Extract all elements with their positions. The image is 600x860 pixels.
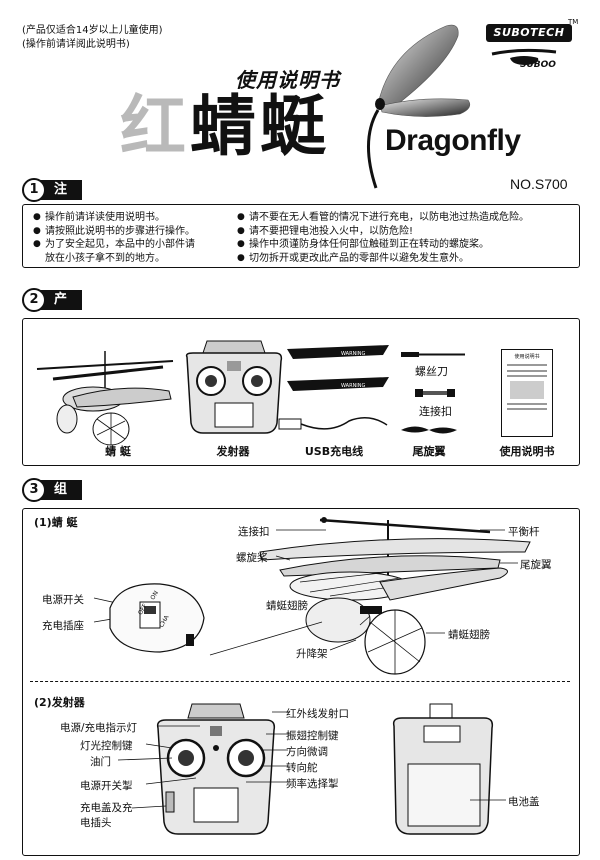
divider-dashed xyxy=(30,681,570,682)
precautions-left: 操作前请详读使用说明书。 请按照此说明书的步骤进行操作。 为了安全起见，本品中的… xyxy=(33,211,243,265)
label-balance-bar: 平衡杆 xyxy=(508,526,540,538)
dragonfly-wing-graphic xyxy=(367,24,471,189)
section-number: 2 xyxy=(22,288,46,312)
usb-cable-illustration xyxy=(278,417,388,430)
precaution-item-continued: 放在小孩子拿不到的地方。 xyxy=(45,252,165,264)
label-charge-cover: 充电盖及充 xyxy=(80,802,133,814)
part1-title: (1)蜻 蜓 xyxy=(34,516,78,529)
label-throttle: 油门 xyxy=(90,756,111,768)
title-char-red: 红 xyxy=(120,88,190,165)
connector-clip-icon xyxy=(415,389,455,397)
item-label-usb: USB充电线 xyxy=(304,445,364,458)
label-wing-left: 蜻蜓翅膀 xyxy=(266,600,308,612)
dragonfly-toy-illustration xyxy=(36,351,174,446)
label-connector: 连接扣 xyxy=(238,526,270,538)
trademark-mark: TM xyxy=(568,18,579,26)
label-battery-cover: 电池盖 xyxy=(508,796,540,808)
label-propeller: 螺旋桨 xyxy=(236,552,268,564)
age-note: (产品仅适合14岁以上儿童使用) xyxy=(22,25,163,36)
precaution-item: 操作中须谨防身体任何部位触碰到正在转动的螺旋桨。 xyxy=(237,238,577,252)
label-freq-key: 频率选择掣 xyxy=(286,778,339,790)
item-label-dragonfly: 蜻 蜓 xyxy=(105,445,131,458)
transmitter-back-illustration xyxy=(392,703,494,835)
precautions-box: 操作前请详读使用说明书。 请按照此说明书的步骤进行操作。 为了安全起见，本品中的… xyxy=(22,204,580,268)
item-label-screwdriver: 螺丝刀 xyxy=(415,365,448,378)
item-label-transmitter: 发射器 xyxy=(216,445,250,458)
manual-title: 使用说明书 xyxy=(235,68,340,92)
part2-title: (2)发射器 xyxy=(34,696,85,709)
label-light-key: 灯光控制键 xyxy=(80,740,133,752)
product-title-cn: 红蜻蜓 xyxy=(120,92,330,162)
item-label-manual: 使用说明书 xyxy=(499,445,555,458)
rotor-blades-illustration xyxy=(287,345,389,391)
tail-rotor-illustration xyxy=(401,426,457,434)
manual-thumbnail-title: 使用说明书 xyxy=(514,354,540,360)
power-switch-inset xyxy=(109,583,205,653)
blade-warning-text: WARNING xyxy=(341,351,366,357)
item-label-tail-rotor: 尾旋翼 xyxy=(412,445,446,458)
item-label-connector: 连接扣 xyxy=(419,405,452,418)
helicopter-logo-icon xyxy=(491,48,557,65)
precautions-right: 请不要在无人看管的情况下进行充电，以防电池过热造成危险。 请不要把锂电池投入火中… xyxy=(237,211,577,265)
blade-warning-text: WARNING xyxy=(341,383,366,389)
label-flap-key: 振翅控制键 xyxy=(286,730,339,742)
label-rudder: 转向舵 xyxy=(286,762,318,774)
transmitter-front-illustration xyxy=(156,703,276,835)
dragonfly-parts-illustration xyxy=(259,517,531,675)
precaution-item: 切勿拆开或更改此产品的零部件以避免发生意外。 xyxy=(237,252,577,266)
label-wing-right: 蜻蜓翅膀 xyxy=(448,629,490,641)
precaution-item: 请不要在无人看管的情况下进行充电，以防电池过热造成危险。 xyxy=(237,211,577,225)
precaution-item: 为了安全起见，本品中的小部件请 xyxy=(33,238,243,252)
brand-logo: SUBOTECH xyxy=(486,24,572,42)
label-landing-gear: 升降架 xyxy=(296,648,328,660)
label-tail-rotor: 尾旋翼 xyxy=(520,559,552,571)
manual-thumbnail: 使用说明书 xyxy=(501,349,553,437)
label-ir-emitter: 红外线发射口 xyxy=(286,708,349,720)
screwdriver-icon xyxy=(401,352,465,357)
label-power-switch: 电源开关 xyxy=(42,594,84,606)
section-number: 3 xyxy=(22,478,46,502)
sub-brand-logo: SUBOO xyxy=(520,60,556,70)
label-charge-cover-2: 电插头 xyxy=(80,817,112,829)
transmitter-illustration xyxy=(185,340,283,434)
precaution-item: 请按照此说明书的步骤进行操作。 xyxy=(33,225,243,239)
label-power-key: 电源开关掣 xyxy=(80,780,133,792)
model-number: NO.S700 xyxy=(510,176,568,192)
label-power-indicator: 电源/充电指示灯 xyxy=(60,722,138,734)
label-direction-trim: 方向微调 xyxy=(286,746,328,758)
section-number: 1 xyxy=(22,178,46,202)
read-note: (操作前请详阅此说明书) xyxy=(22,39,130,50)
package-contents-box: 蜻 蜓 发射器 WARNING WARNING 螺丝刀 连接扣 USB充电线 xyxy=(22,318,580,466)
title-chars-dragonfly: 蜻蜓 xyxy=(190,88,330,165)
precaution-item: 操作前请详读使用说明书。 xyxy=(33,211,243,225)
label-charge-port: 充电插座 xyxy=(42,620,84,632)
precaution-item: 请不要把锂电池投入火中，以防危险! xyxy=(237,225,577,239)
product-title-en: Dragonfly xyxy=(385,124,521,157)
